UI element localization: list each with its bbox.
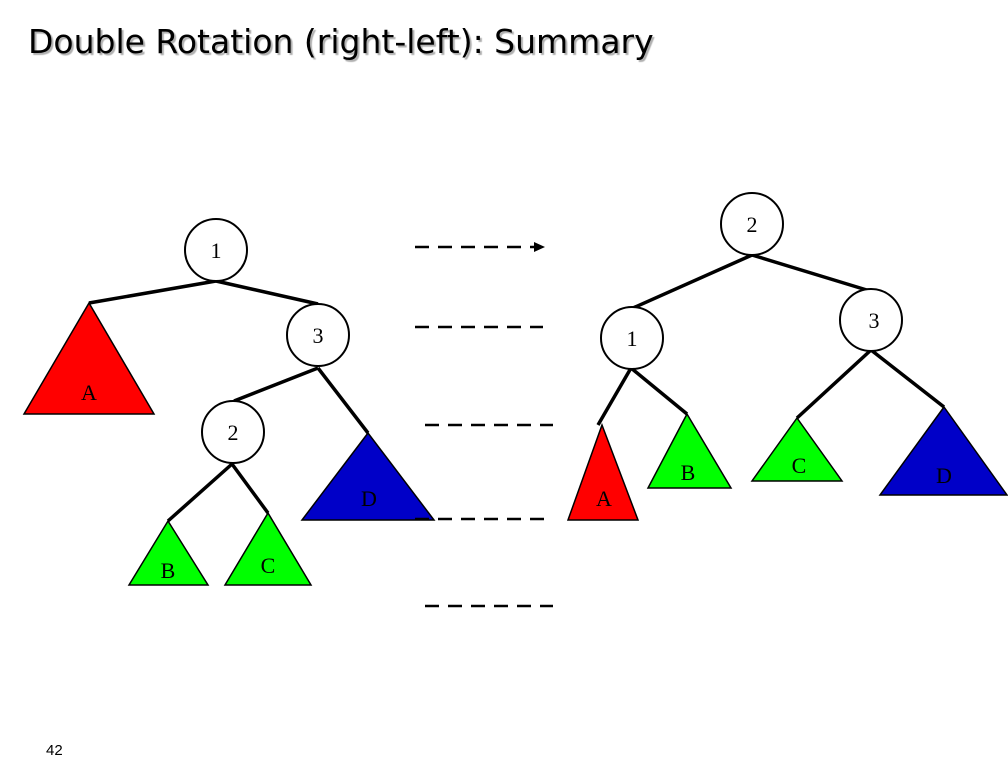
node-1 (600, 306, 664, 370)
slide-number: 42 (46, 742, 63, 759)
subtree-B-triangle (127, 519, 210, 586)
node-1-label: 1 (627, 326, 638, 351)
node-1-label: 1 (211, 238, 222, 263)
node-2-label: 2 (228, 420, 239, 445)
edge-2-to-3 (751, 253, 871, 293)
edge-1-to-A (88, 279, 217, 305)
edge-3-to-C (795, 348, 873, 420)
node-1 (184, 218, 248, 282)
edge-2-to-1 (632, 253, 753, 310)
subtree-B-label: B (681, 460, 696, 485)
edge-1-to-B (629, 366, 689, 416)
subtree-A-label: A (596, 486, 612, 511)
node-2 (201, 400, 265, 464)
node-3 (286, 303, 350, 367)
node-3 (839, 288, 903, 352)
edge-2-to-B (166, 462, 234, 523)
slide-title: Double Rotation (right-left): Summary (28, 22, 654, 61)
subtree-D-triangle (300, 431, 436, 521)
edge-1-to-A (596, 367, 633, 426)
node-2 (720, 192, 784, 256)
edge-3-to-D (316, 366, 370, 435)
subtree-A-triangle (22, 301, 156, 415)
before-tree: A D B C 1 3 2 (22, 218, 436, 586)
subtree-C-label: C (261, 553, 276, 578)
node-3-label: 3 (313, 323, 324, 348)
subtree-A-triangle (566, 422, 640, 521)
subtree-B-label: B (161, 558, 176, 583)
subtree-A-label: A (81, 380, 97, 405)
after-tree: A B C D 2 1 3 (566, 192, 1008, 521)
edge-1-to-3 (215, 279, 319, 306)
node-3-label: 3 (869, 308, 880, 333)
dashed-arrows (415, 242, 553, 608)
edge-3-to-2 (233, 366, 319, 403)
edge-2-to-C (230, 462, 270, 515)
arrowhead-icon (534, 242, 545, 252)
subtree-D-triangle (878, 405, 1008, 496)
subtree-C-label: C (792, 453, 807, 478)
edge-3-to-D (869, 348, 946, 409)
node-2-label: 2 (747, 212, 758, 237)
subtree-D-label: D (361, 486, 377, 511)
subtree-D-label: D (936, 463, 952, 488)
subtree-C-triangle (223, 511, 313, 586)
subtree-C-triangle (750, 416, 844, 482)
subtree-B-triangle (646, 412, 733, 489)
